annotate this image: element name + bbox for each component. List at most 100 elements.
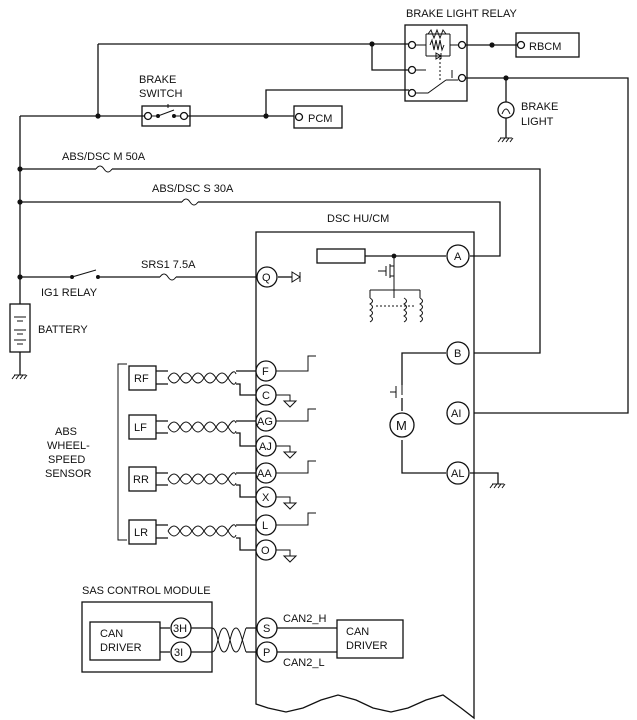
- sensor-lr: LR: [128, 519, 256, 551]
- terminal-f-label: F: [262, 366, 269, 378]
- terminal-aa: AA: [255, 462, 277, 484]
- fuse-m-label: ABS/DSC M 50A: [62, 151, 146, 163]
- sensor-label-1: ABS: [55, 426, 77, 438]
- rbcm-unit: RBCM: [515, 32, 580, 58]
- brake-light-bulb-icon: [497, 101, 515, 119]
- terminal-q: Q: [256, 266, 278, 288]
- wire-fuse-s-to-a: [20, 201, 501, 257]
- can2-h-label: CAN2_H: [283, 613, 326, 625]
- terminal-a-circle: [446, 244, 470, 268]
- junction-dot: [95, 113, 101, 119]
- terminal-f-c-internal: [276, 355, 316, 408]
- terminal-3i-label: 3I: [174, 647, 183, 659]
- wire-b-internal: [401, 352, 446, 385]
- sensor-lf-wires: [156, 420, 256, 447]
- sensor-rr-wires: [156, 472, 256, 498]
- terminal-q-circle: [256, 266, 278, 288]
- junction-dot: [17, 166, 23, 172]
- bulb-filament-icon: [501, 108, 511, 115]
- terminal-ag-label: AG: [257, 416, 273, 428]
- sensor-lf-box: [128, 414, 157, 440]
- motor-transistor-icon: [390, 385, 403, 398]
- sas-can-driver-label-1: CAN: [100, 628, 123, 640]
- terminal-p-label: P: [263, 647, 270, 659]
- brake-light-relay: BRAKE LIGHT RELAY: [404, 8, 518, 102]
- pcm-terminal: [294, 112, 304, 122]
- relay-terminal-3: [407, 88, 417, 98]
- fuse-m-icon: [95, 165, 113, 173]
- battery-cells-icon: [14, 316, 26, 345]
- terminal-b-label: B: [454, 348, 461, 360]
- ground-icon: [497, 137, 514, 143]
- relay-resistor-icon: [427, 28, 447, 40]
- relay-diode-icon: [435, 52, 442, 60]
- rbcm-label: RBCM: [529, 41, 561, 53]
- terminal-3h-label: 3H: [173, 623, 187, 635]
- terminal-q-label: Q: [262, 272, 271, 284]
- sensor-lr-box: [128, 519, 157, 545]
- sensor-label-4: SENSOR: [45, 468, 92, 480]
- rbcm-box: [515, 32, 580, 58]
- twisted-pair-icon: [167, 472, 237, 480]
- can2-l-label: CAN2_L: [283, 657, 325, 669]
- sensor-label-3: SPEED: [48, 454, 85, 466]
- relay-switch-contact: [416, 69, 458, 94]
- transistor-icon: [378, 256, 395, 286]
- terminal-b: B: [446, 341, 470, 365]
- twisted-pair-icon: [167, 426, 237, 434]
- battery-box: [9, 303, 31, 353]
- terminal-a: A: [446, 244, 470, 268]
- twisted-pair-icon: [167, 524, 237, 532]
- brake-light-label-1: BRAKE: [521, 101, 558, 113]
- sas-driver-wires: [160, 627, 170, 653]
- sensor-lr-wires: [156, 524, 256, 551]
- twisted-pair-icon: [167, 371, 237, 379]
- can-twist-icon: [211, 627, 247, 653]
- brake-switch-terminal-1: [143, 111, 153, 121]
- pcm-label: PCM: [308, 113, 332, 125]
- junction-dot: [489, 42, 495, 48]
- terminal-c-label: C: [262, 390, 270, 402]
- terminal-f: F: [255, 360, 277, 382]
- contact-dot: [172, 114, 176, 118]
- brake-light-relay-box: [404, 24, 468, 102]
- relay-terminal-2: [407, 65, 417, 75]
- junction-dot: [17, 274, 23, 280]
- sas-can-driver-box: [89, 621, 161, 661]
- ig1-switch-icon: [71, 269, 97, 278]
- wire-motor-internal: [401, 398, 446, 474]
- terminal-b-circle: [446, 341, 470, 365]
- solenoid-coil-icon: [369, 297, 373, 323]
- motor: M: [389, 412, 415, 438]
- relay-terminal-5: [457, 73, 467, 83]
- terminal-p: P: [256, 641, 278, 663]
- sensor-rr-box: [128, 466, 157, 492]
- dsc-hucm-module: [255, 231, 475, 720]
- terminal-al: AL: [446, 461, 470, 485]
- can-internal-wires: [277, 627, 337, 653]
- dsc-hucm-label: DSC HU/CM: [327, 213, 389, 225]
- terminal-al-circle: [446, 461, 470, 485]
- diode-icon: [291, 271, 301, 283]
- sensor-lr-label: LR: [134, 527, 148, 539]
- can-twist-icon: [211, 627, 247, 653]
- dsc-can-driver-label-1: CAN: [346, 626, 369, 638]
- twisted-pair-icon: [167, 530, 237, 538]
- can-bus-wires: [191, 627, 258, 653]
- terminal-l: L: [255, 514, 277, 536]
- brake-light-relay-label: BRAKE LIGHT RELAY: [406, 8, 518, 20]
- terminal-ai-circle: [446, 401, 470, 425]
- twisted-pair-icon: [167, 420, 237, 428]
- terminal-aa-x-internal: [276, 460, 316, 510]
- ig1-relay-label: IG1 RELAY: [41, 287, 98, 299]
- brake-switch-label-1: BRAKE: [139, 74, 176, 86]
- ground-icon: [11, 374, 28, 380]
- relay-coil-icon: [429, 38, 445, 52]
- wire-relay-to-ai: [466, 77, 629, 414]
- internal-resistor: [316, 248, 366, 264]
- sensor-rf: RF: [128, 365, 256, 396]
- terminal-a-label: A: [454, 251, 462, 263]
- sensor-rf-wires: [156, 370, 256, 396]
- pcm-box: [293, 105, 343, 129]
